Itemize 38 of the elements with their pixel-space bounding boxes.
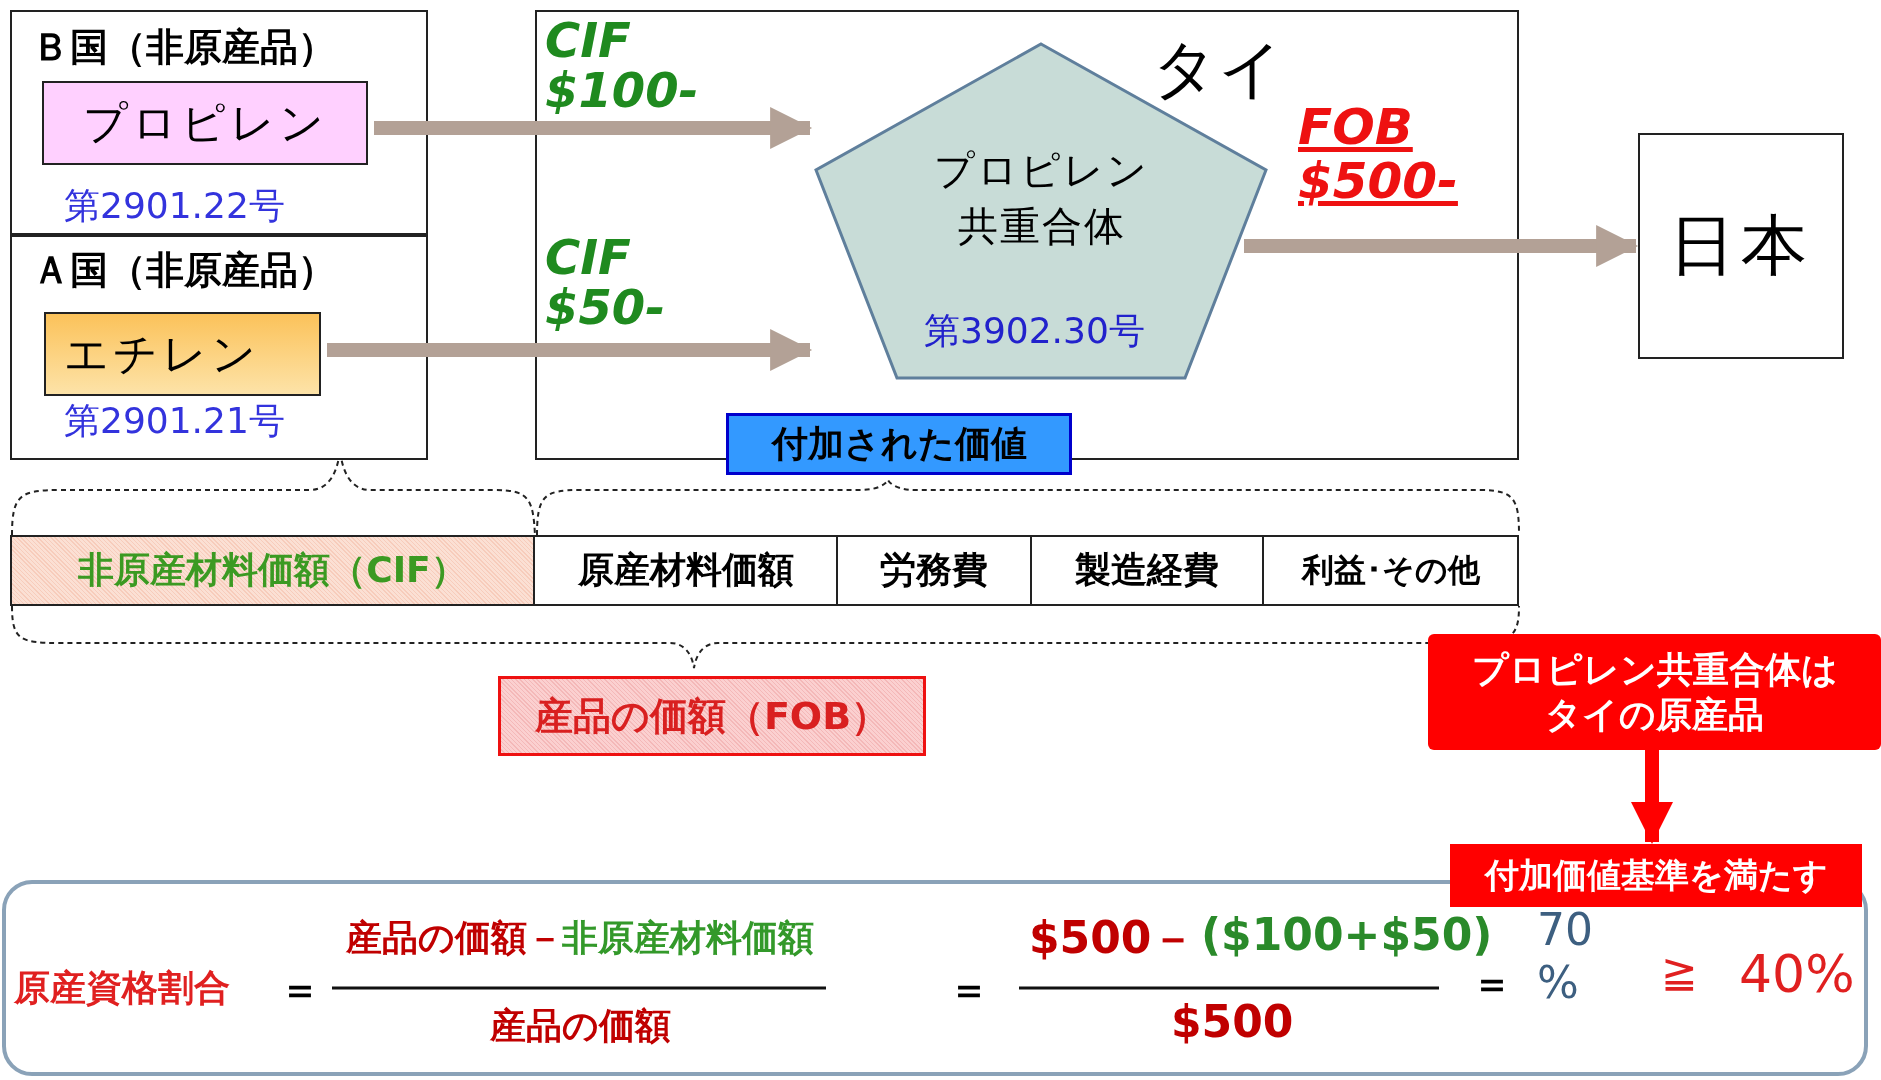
product-name: プロピレン共重合体 bbox=[933, 146, 1150, 251]
formula-term: 産品の価額－ bbox=[346, 916, 563, 960]
formula-term: $500－ bbox=[1029, 911, 1196, 965]
result-box: 付加価値基準を満たす bbox=[1450, 844, 1862, 907]
hs-code: 第2901.22号 bbox=[64, 184, 285, 228]
arrow bbox=[327, 329, 813, 371]
value-added-box: 付加された価値 bbox=[726, 413, 1072, 475]
formula-term: 非原産材料価額 bbox=[562, 916, 814, 960]
table-cell: 非原産材料価額（CIF） bbox=[10, 535, 535, 606]
product-box: プロピレン bbox=[42, 81, 368, 165]
product-box: エチレン bbox=[44, 312, 321, 396]
formula-term: 産品の価額 bbox=[490, 1004, 671, 1048]
formula-term: ($100+$50) bbox=[1201, 909, 1493, 960]
hs-code: 第3902.30号 bbox=[924, 309, 1145, 353]
table-cell: 利益･その他 bbox=[1264, 535, 1519, 606]
country-heading: Ｂ国（非原産品） bbox=[32, 24, 336, 71]
hs-code: 第2901.21号 bbox=[64, 399, 285, 443]
comparison-sign: ≧ bbox=[1661, 946, 1698, 997]
formula-value: 70 % bbox=[1537, 904, 1594, 1010]
formula-term: 原産資格割合 bbox=[14, 966, 230, 1010]
formula-term: $500 bbox=[1171, 996, 1294, 1047]
equals-sign: ＝ bbox=[280, 965, 320, 1014]
equals-sign: ＝ bbox=[949, 965, 989, 1014]
country-heading: Ａ国（非原産品） bbox=[32, 247, 336, 294]
price-box: 産品の価額（FOB） bbox=[498, 676, 926, 756]
equals-sign: ＝ bbox=[1472, 959, 1512, 1008]
arrow bbox=[1631, 750, 1673, 845]
arrow bbox=[1244, 225, 1639, 267]
table-cell: 労務費 bbox=[838, 535, 1032, 606]
country-box bbox=[10, 10, 428, 235]
country-box bbox=[10, 235, 428, 460]
arrow bbox=[374, 107, 813, 149]
table-cell: 原産材料価額 bbox=[535, 535, 838, 606]
country-box: 日本 bbox=[1638, 133, 1844, 359]
table-cell: 製造経費 bbox=[1032, 535, 1264, 606]
callout-box: プロピレン共重合体はタイの原産品 bbox=[1428, 634, 1881, 750]
country-name: タイ bbox=[1152, 31, 1284, 108]
formula-value: 40% bbox=[1739, 944, 1855, 1004]
